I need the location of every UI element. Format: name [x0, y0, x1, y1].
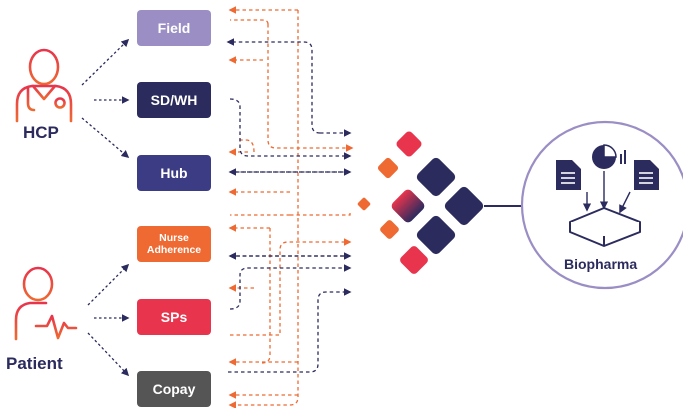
sdwh-box[interactable]: SD/WH [137, 82, 211, 118]
patient-label: Patient [6, 354, 63, 373]
diamond-logo-icon [357, 131, 484, 274]
field-label: Field [157, 20, 191, 36]
nurse-label-line2: Adherence [146, 244, 202, 256]
incoming-flows [226, 38, 352, 373]
doctor-icon [15, 48, 73, 123]
data-warehouse-icon [520, 120, 683, 290]
field-box[interactable]: Field [137, 10, 211, 46]
biopharma-label: Biopharma [564, 256, 638, 272]
sps-label: SPs [160, 309, 188, 325]
hcp-label: HCP [23, 123, 59, 142]
outgoing-flows [228, 6, 354, 408]
copay-box[interactable]: Copay [137, 371, 211, 407]
nurse-label-line1: Nurse [159, 232, 189, 244]
nurse-adherence-box[interactable]: Nurse Adherence [137, 226, 211, 262]
patient-icon [14, 266, 78, 341]
copay-label: Copay [152, 381, 196, 397]
sdwh-label: SD/WH [150, 92, 198, 108]
hub-box[interactable]: Hub [137, 155, 211, 191]
hub-label: Hub [160, 165, 188, 181]
actor-connectors [81, 38, 130, 377]
sps-box[interactable]: SPs [137, 299, 211, 335]
